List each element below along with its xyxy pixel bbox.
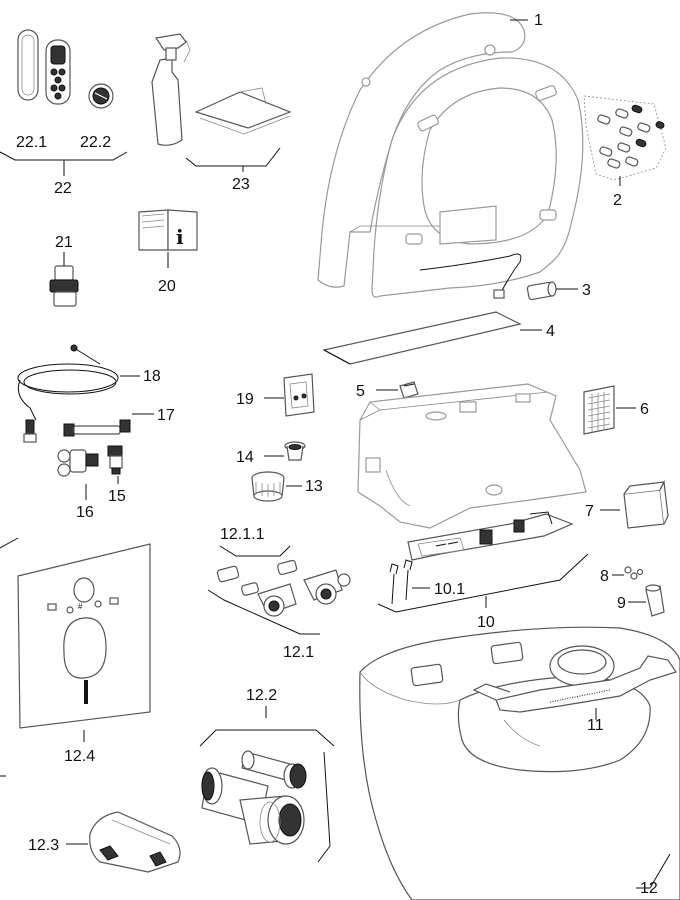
connection-tube-part: [63, 419, 131, 437]
label-8: 8: [600, 568, 609, 585]
control-block-part: [623, 479, 669, 529]
clip-part: [399, 381, 419, 399]
o-rings-part: [624, 566, 644, 580]
bracket-10: [377, 553, 589, 613]
nozzle-cap-part: [526, 281, 557, 301]
angle-fitting-part: [107, 445, 123, 475]
bushing-small-part: [284, 441, 306, 461]
label-9: 9: [617, 595, 626, 612]
label-12-3: 12.3: [28, 837, 59, 854]
label-22-1: 22.1: [16, 134, 47, 151]
label-6: 6: [640, 401, 649, 418]
label-10: 10: [477, 614, 495, 631]
flush-spray-insert-part: [472, 645, 677, 713]
drain-pipe-set-part: [201, 750, 307, 845]
label-20: 20: [158, 278, 176, 295]
bracket-23: [185, 147, 281, 167]
label-22: 22: [54, 180, 72, 197]
label-18: 18: [143, 368, 161, 385]
label-22-2: 22.2: [80, 134, 111, 151]
cover-plate-part: [322, 311, 522, 365]
pin-part: [645, 584, 665, 617]
drain-cover-part: [89, 811, 181, 873]
label-2: 2: [613, 192, 622, 209]
bracket-12-1-1: [219, 545, 291, 557]
main-housing-part: [357, 383, 587, 529]
label-13: 13: [305, 478, 323, 495]
wall-bracket-part: [283, 373, 315, 417]
label-11: 11: [587, 717, 604, 734]
label-12-1: 12.1: [283, 644, 314, 661]
mounting-frame-part: [407, 511, 574, 561]
label-10-1: 10.1: [434, 581, 465, 598]
bushing-large-part: [251, 471, 285, 502]
label-12-1-1: 12.1.1: [220, 526, 265, 543]
label-7: 7: [585, 503, 594, 520]
sound-insulation-pad-part: #: [17, 543, 151, 729]
label-12-2: 12.2: [246, 687, 277, 704]
toilet-bowl-part: [359, 626, 680, 900]
label-17: 17: [157, 407, 175, 424]
label-19: 19: [236, 391, 254, 408]
svg-text:#: #: [78, 602, 83, 611]
wall-hanger-fittings-part: [216, 559, 351, 617]
bracket-12-1: [207, 589, 320, 635]
label-12-4: 12.4: [64, 748, 95, 765]
air-filter-part: [583, 385, 615, 435]
bracket-12-2: [199, 729, 335, 747]
remote-holder-part: [17, 29, 39, 101]
cleaning-cloth-part: [194, 87, 292, 135]
remote-control-part: [45, 39, 71, 105]
label-23: 23: [232, 176, 250, 193]
hose-connector-part: [49, 265, 79, 307]
label-21: 21: [55, 234, 73, 251]
label-5: 5: [356, 383, 365, 400]
manual-book-part: i: [138, 209, 198, 251]
hook-screws-part: [389, 559, 413, 605]
cleaning-spray-part: [151, 33, 191, 146]
seat-buffers-part: [583, 95, 667, 181]
wall-disc-part: [88, 83, 114, 109]
label-14: 14: [236, 449, 254, 466]
label-16: 16: [76, 504, 94, 521]
label-1: 1: [534, 12, 543, 29]
label-3: 3: [582, 282, 591, 299]
supply-hose-part: [17, 344, 119, 443]
bracket-22: [0, 151, 128, 161]
label-15: 15: [108, 488, 126, 505]
label-4: 4: [546, 323, 555, 340]
seat-and-lid-part: [317, 12, 584, 299]
tee-fitting-part: [57, 449, 99, 477]
info-icon: i: [176, 225, 184, 249]
label-12: 12: [640, 880, 658, 897]
